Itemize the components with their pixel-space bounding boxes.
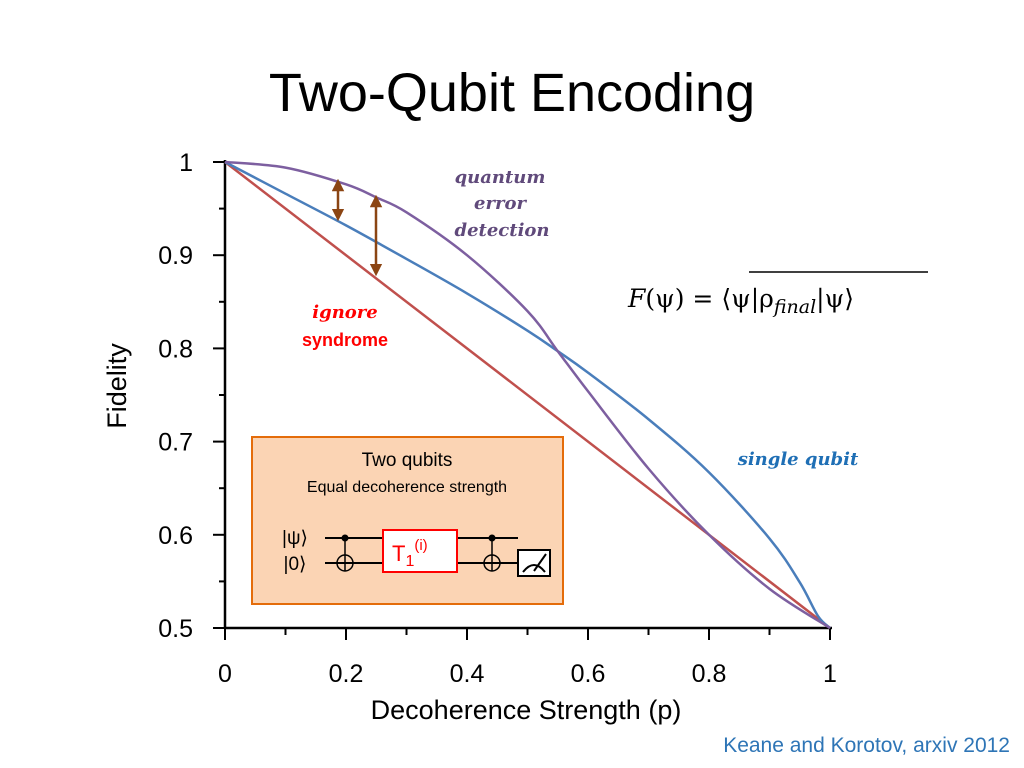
annotation-single-qubit: single qubit <box>737 449 859 470</box>
axis-tick-labels: 0 0.2 0.4 0.6 0.8 1 0.5 0.6 0.7 0.8 0.9 1 <box>158 149 837 688</box>
annotation-qed-3: detection <box>454 220 549 241</box>
x-tick-label: 0 <box>218 660 232 688</box>
gate-label: T <box>392 541 405 566</box>
formula-psi-1: ψ <box>655 284 675 313</box>
x-tick-label: 1 <box>823 660 837 688</box>
inset-box: Two qubits Equal decoherence strength |ψ… <box>251 436 564 605</box>
t1-gate-box <box>382 529 458 573</box>
annotation-qed-2: error <box>474 193 527 214</box>
x-tick-label: 0.4 <box>450 660 485 688</box>
fidelity-formula: F(ψ) = ⟨ψ|ρfinal|ψ⟩ <box>627 271 928 318</box>
series-line-quantum-error-detection <box>224 160 831 630</box>
inset-subtitle: Equal decoherence strength <box>307 479 507 496</box>
formula-psi-3: ψ <box>825 284 845 313</box>
svg-text:F(ψ) = ⟨ψ|ρfinal|ψ⟩: F(ψ) = ⟨ψ|ρfinal|ψ⟩ <box>627 284 854 318</box>
axis-ticks <box>213 161 831 640</box>
y-tick-label: 0.5 <box>158 615 193 643</box>
x-tick-label: 0.8 <box>692 660 727 688</box>
annotation-ignore-1: ignore <box>312 302 377 323</box>
measurement-meter-icon <box>517 549 551 577</box>
ket-psi-label: |ψ⟩ <box>282 528 308 549</box>
gate-superscript: (i) <box>414 537 427 554</box>
formula-subscript: final <box>772 296 816 318</box>
annotation-qed-1: quantum <box>455 167 546 188</box>
formula-rho: ρ <box>759 284 774 313</box>
inset-background <box>251 436 564 605</box>
formula-f: F <box>627 284 647 313</box>
y-tick-label: 0.7 <box>158 429 193 457</box>
x-tick-label: 0.6 <box>571 660 606 688</box>
ket-zero-label: |0⟩ <box>284 554 307 575</box>
inset-title: Two qubits <box>362 450 453 471</box>
gate-subscript: 1 <box>405 553 414 570</box>
formula-psi-2: ψ <box>731 284 751 313</box>
y-tick-label: 0.6 <box>158 522 193 550</box>
x-axis-title: Decoherence Strength (p) <box>371 695 682 725</box>
series-line-single-qubit <box>224 160 831 629</box>
y-tick-label: 0.8 <box>158 335 193 363</box>
citation: Keane and Korotov, arxiv 2012 <box>723 734 1010 757</box>
x-tick-label: 0.2 <box>329 660 364 688</box>
svg-text:T1(i): T1(i) <box>392 537 428 570</box>
annotation-ignore-2: syndrome <box>302 330 388 350</box>
y-tick-label: 0.9 <box>158 242 193 270</box>
y-tick-label: 1 <box>179 149 193 177</box>
slide-title: Two-Qubit Encoding <box>268 63 756 123</box>
series-line-ignore-syndrome <box>224 161 831 629</box>
y-axis-title: Fidelity <box>102 343 132 429</box>
